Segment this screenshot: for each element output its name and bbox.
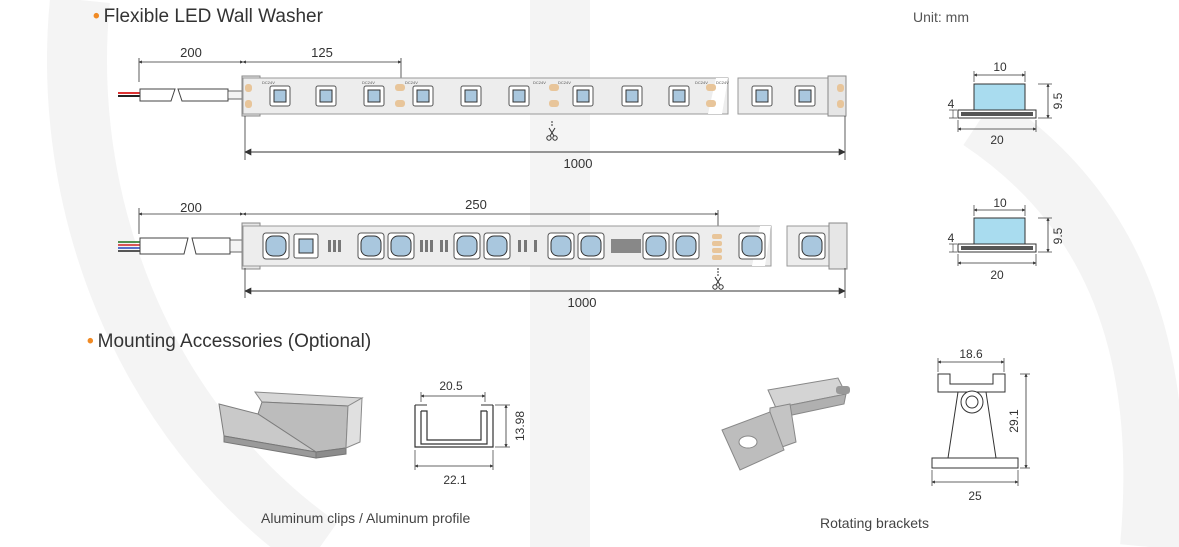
svg-text:20: 20 <box>990 133 1004 147</box>
scissors-icon <box>546 121 558 141</box>
caption-brackets: Rotating brackets <box>820 515 929 531</box>
svg-text:25: 25 <box>968 489 982 503</box>
strip-2: 200 250 <box>118 197 848 310</box>
svg-text:DC24V: DC24V <box>716 80 729 85</box>
strip2-leds <box>262 232 826 260</box>
strip2-wire-length: 200 <box>180 200 202 215</box>
svg-text:DC24V: DC24V <box>695 80 708 85</box>
bullet-icon: • <box>87 331 94 352</box>
svg-text:29.1: 29.1 <box>1007 409 1021 433</box>
scissors-icon <box>712 268 724 290</box>
svg-text:13.98: 13.98 <box>513 411 527 441</box>
svg-text:4: 4 <box>948 97 955 111</box>
aluminum-profile-drawing: 20.5 13.98 22.1 <box>414 379 527 487</box>
strip2-total-length: 1000 <box>568 295 597 310</box>
caption-clips: Aluminum clips / Aluminum profile <box>261 510 471 526</box>
svg-text:DC24V: DC24V <box>533 80 546 85</box>
unit-label: Unit: mm <box>913 9 969 25</box>
bracket-drawing: 18.6 29.1 25 <box>931 347 1030 503</box>
strip1-total-length: 1000 <box>564 156 593 171</box>
heading-accessories: •Mounting Accessories (Optional) <box>87 331 372 352</box>
bullet-icon: • <box>93 6 100 27</box>
svg-text:DC24V: DC24V <box>362 80 375 85</box>
cross-section-2: 10 20 9.5 4 <box>948 196 1065 282</box>
svg-text:20.5: 20.5 <box>439 379 463 393</box>
strip1-leds <box>269 85 816 107</box>
svg-text:DC24V: DC24V <box>405 80 418 85</box>
svg-text:9.5: 9.5 <box>1051 227 1065 244</box>
heading-washer: •Flexible LED Wall Washer <box>93 6 323 27</box>
svg-text:20: 20 <box>990 268 1004 282</box>
svg-text:10: 10 <box>993 60 1007 74</box>
svg-text:DC24V: DC24V <box>558 80 571 85</box>
strip1-wire-length: 200 <box>180 45 202 60</box>
cross-section-1: 10 20 9.5 4 <box>948 60 1065 147</box>
svg-text:9.5: 9.5 <box>1051 92 1065 109</box>
strip1-pitch: 125 <box>311 45 333 60</box>
svg-text:22.1: 22.1 <box>443 473 467 487</box>
svg-text:DC24V: DC24V <box>262 80 275 85</box>
svg-text:18.6: 18.6 <box>959 347 983 361</box>
strip2-pitch: 250 <box>465 197 487 212</box>
strip1-wires <box>118 88 243 102</box>
strip-1: 200 125 <box>118 45 847 171</box>
svg-text:10: 10 <box>993 196 1007 210</box>
svg-text:4: 4 <box>948 231 955 245</box>
rotating-bracket-image <box>721 377 850 471</box>
aluminum-clip-image <box>218 391 364 459</box>
